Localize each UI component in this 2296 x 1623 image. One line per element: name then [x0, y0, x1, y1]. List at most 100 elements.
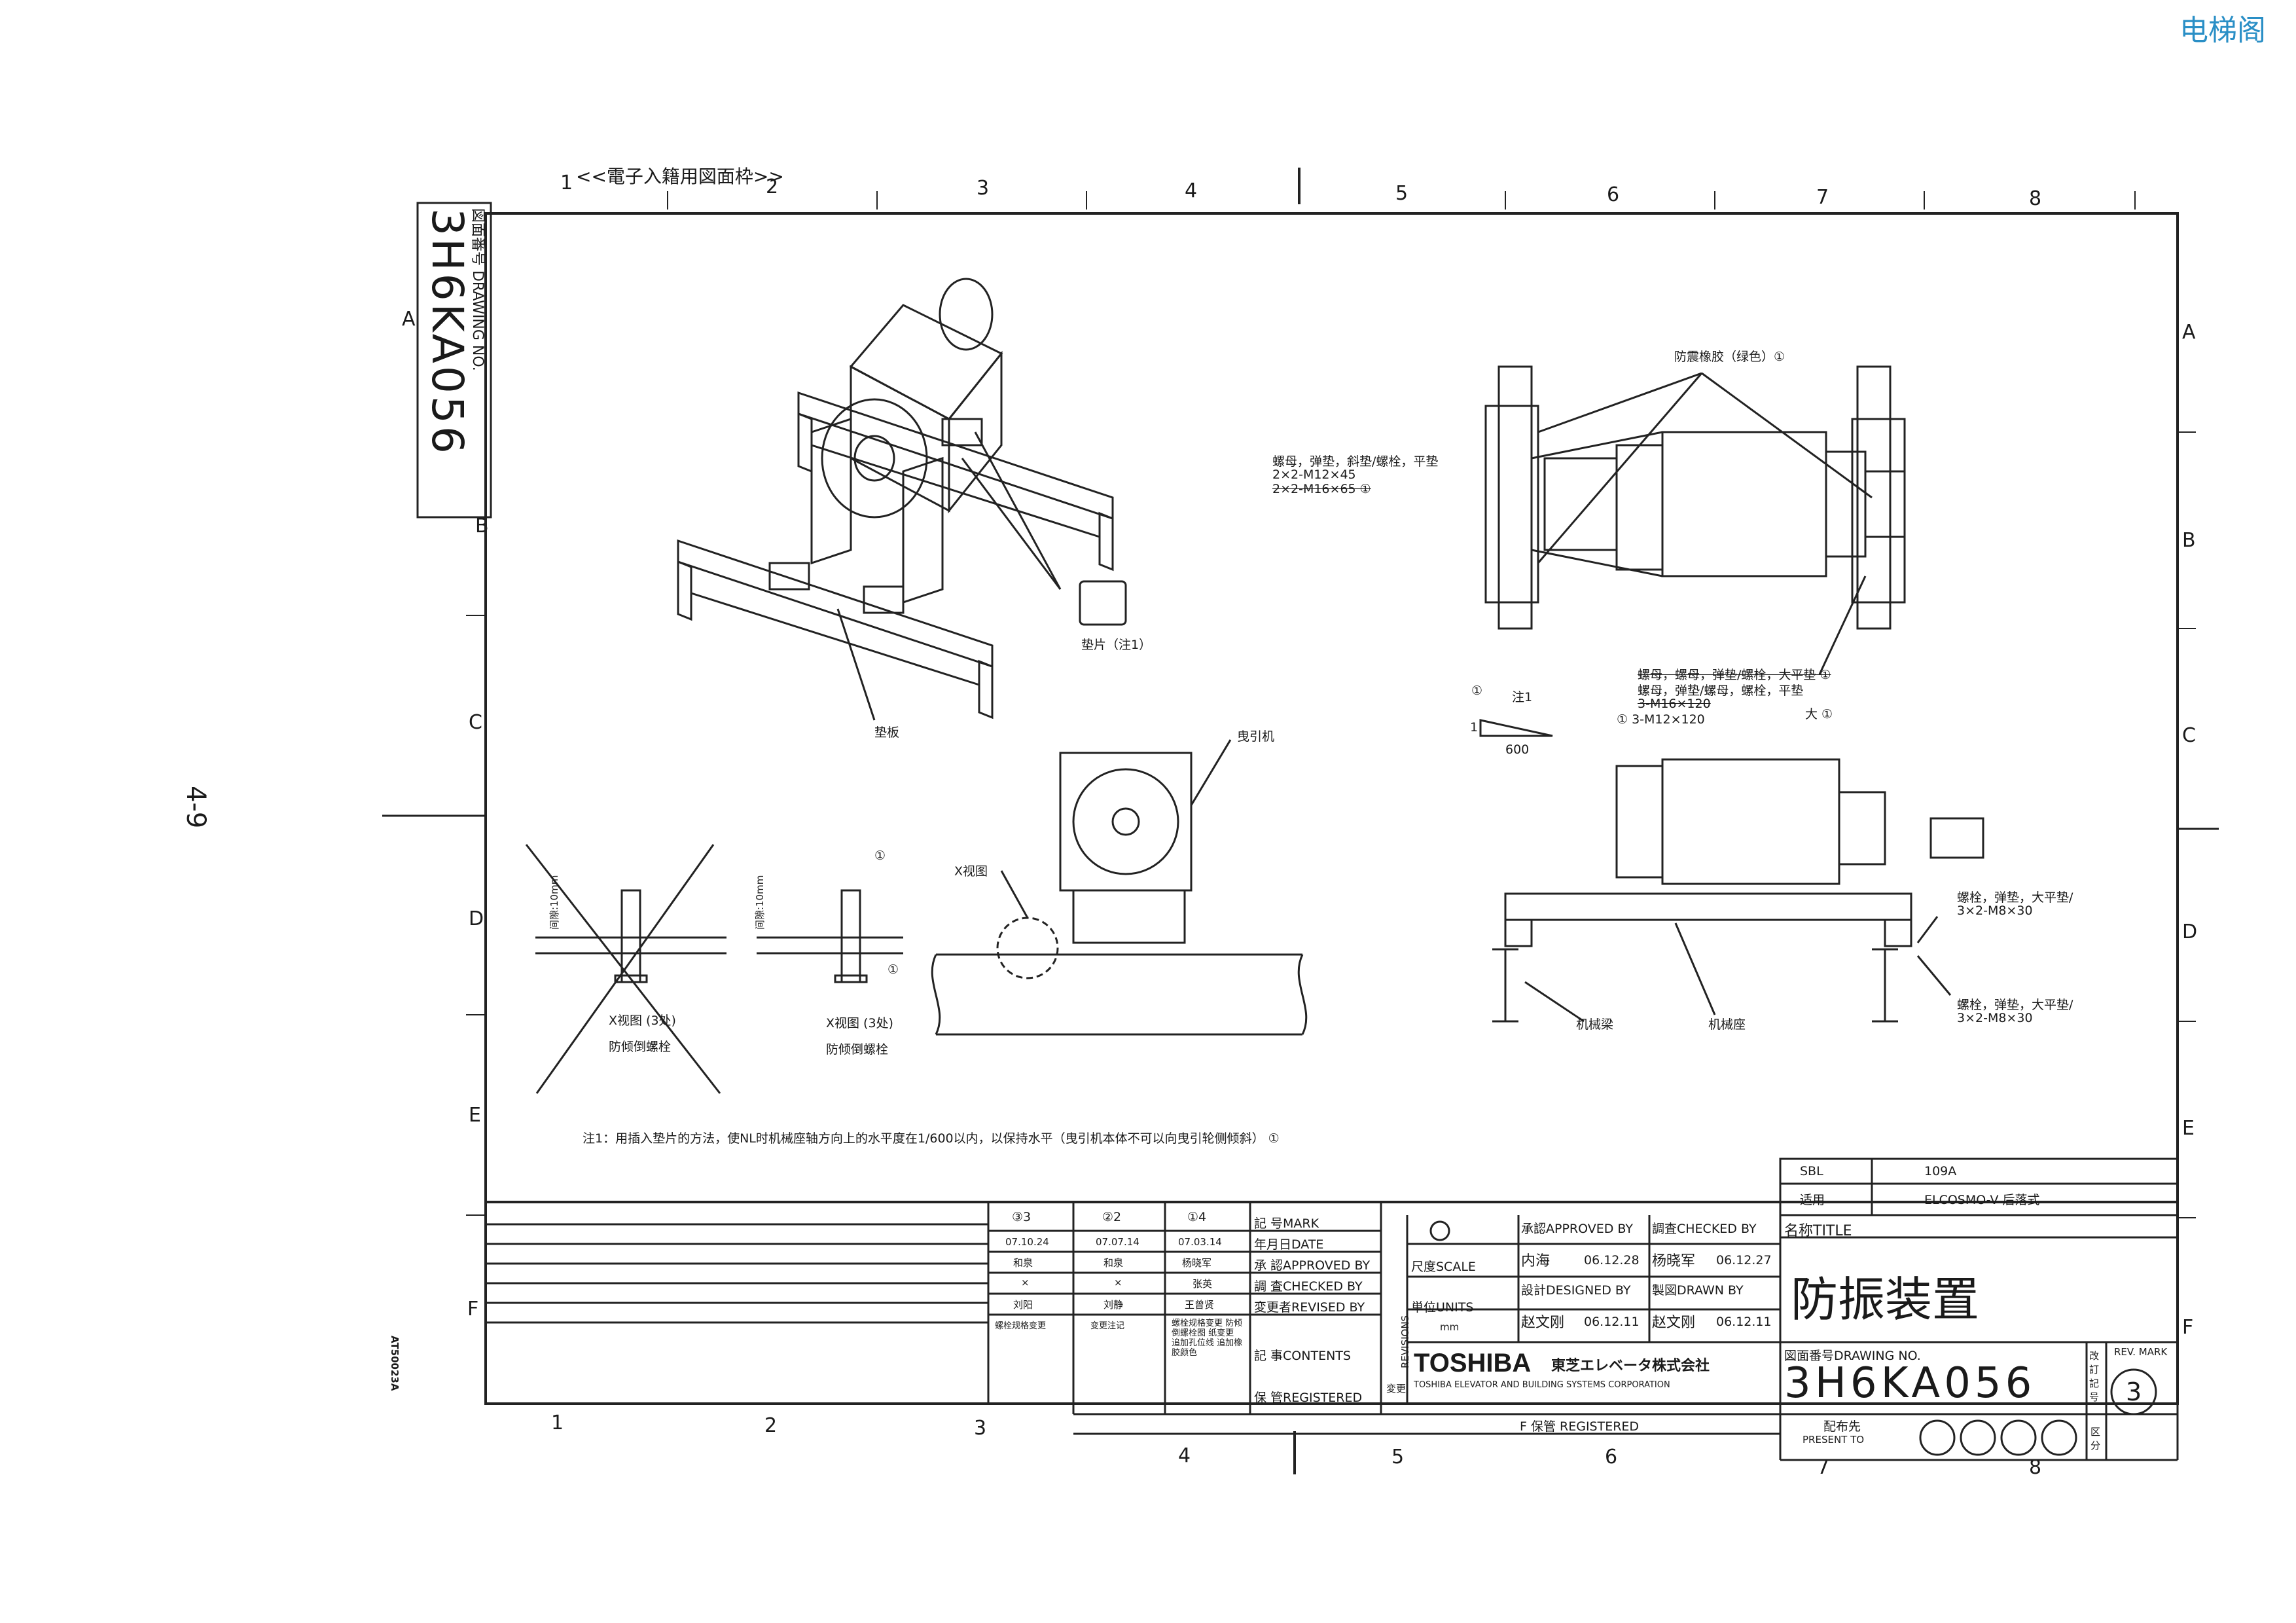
- checked-name: 杨晓军: [1652, 1253, 1696, 1269]
- rev-3-revised: 刘阳: [1013, 1299, 1033, 1311]
- grid-col-8-bottom: 8: [2029, 1456, 2042, 1479]
- units-value: mm: [1440, 1321, 1460, 1333]
- mark-label: 記 号MARK: [1254, 1216, 1319, 1231]
- grid-row-F-left: F: [467, 1298, 479, 1321]
- brand-logo: TOSHIBA: [1414, 1349, 1532, 1377]
- label-anti-right: 防倾倒螺栓: [826, 1042, 889, 1057]
- rev-2-revised: 刘静: [1103, 1299, 1124, 1311]
- designed-label: 設計DESIGNED BY: [1521, 1283, 1631, 1298]
- grid-col-1-top: 1: [560, 172, 573, 194]
- grid-col-2-top: 2: [766, 175, 779, 198]
- label-xview3-right: X视图 (3处): [826, 1016, 893, 1030]
- rev-3-checked: ×: [1021, 1277, 1030, 1288]
- checked-label: 調査CHECKED BY: [1652, 1222, 1757, 1236]
- label-nut-mid-1: 螺母，螺母，弹垫/螺栓，大平垫 ①: [1638, 668, 1831, 682]
- scale-label: 尺度SCALE: [1411, 1260, 1476, 1274]
- change-side: 変更: [1386, 1383, 1407, 1395]
- grid-col-5-top: 5: [1395, 182, 1408, 205]
- note-1: 注1：用插入垫片的方法，使NL时机械座轴方向上的水平度在1/600以内，以保持水…: [583, 1131, 1280, 1146]
- present-label: 配布先: [1823, 1419, 1861, 1434]
- grid-col-4-top: 4: [1185, 179, 1198, 202]
- date-label: 年月日DATE: [1254, 1237, 1324, 1252]
- grid-row-A-right: A: [2182, 321, 2196, 344]
- label-bolt-d2-2: 3×2-M8×30: [1957, 1011, 2033, 1025]
- approved-date: 06.12.28: [1584, 1253, 1640, 1267]
- grid-col-5-bottom: 5: [1391, 1446, 1405, 1468]
- apply-value: ELCOSMO-V 后落式: [1924, 1193, 2040, 1207]
- present-en: PRESENT TO: [1803, 1434, 1865, 1446]
- designed-date: 06.12.11: [1584, 1315, 1640, 1329]
- label-rubber: 防震橡胶（绿色）①: [1674, 350, 1785, 364]
- rev-1-approved: 杨晓军: [1182, 1257, 1212, 1269]
- label-nut-top-1: 螺母，弹垫，斜垫/螺栓，平垫: [1272, 454, 1439, 469]
- rev-side: 改訂記号: [2089, 1350, 2100, 1403]
- grid-col-1-bottom: 1: [551, 1412, 564, 1434]
- label-bolt-d1-1: 螺栓，弹垫，大平垫/: [1957, 890, 2073, 905]
- rev-1-date: 07.03.14: [1178, 1236, 1222, 1248]
- label-nut-mid-4: ① 3-M12×120: [1617, 712, 1705, 727]
- grid-col-8-top: 8: [2029, 187, 2042, 210]
- rev-3-mark: ③3: [1012, 1210, 1031, 1224]
- label-pad-plate: 垫板: [874, 725, 900, 740]
- frame-header: <<電子入籍用図面枠>>: [576, 166, 784, 187]
- label-circle-1b: ①: [874, 848, 886, 863]
- grid-row-E-right: E: [2182, 1117, 2195, 1140]
- rev-3-approved: 和泉: [1013, 1257, 1033, 1269]
- grid-col-7-bottom: 7: [1817, 1456, 1830, 1479]
- rev-1-checked: 张英: [1193, 1278, 1213, 1290]
- rev-3-content: 螺栓规格变更: [995, 1321, 1047, 1331]
- approved-by-label: 承 認APPROVED BY: [1254, 1258, 1371, 1273]
- rev-2-content: 变更注记: [1090, 1321, 1125, 1331]
- rev-label: REV. MARK: [2114, 1346, 2168, 1358]
- label-slope-600: 600: [1505, 742, 1530, 757]
- drawing-title: 防振装置: [1791, 1272, 1980, 1327]
- rev-value: 3: [2126, 1377, 2142, 1406]
- label-traction: 曳引机: [1237, 729, 1275, 744]
- revisions-label: REVISIONS: [1399, 1315, 1411, 1368]
- label-circle-1c: ①: [888, 962, 899, 977]
- title-label: 名称TITLE: [1784, 1223, 1852, 1239]
- rev-2-approved: 和泉: [1103, 1257, 1124, 1269]
- label-gap-left: 间隙:10mm: [548, 875, 560, 930]
- label-nut-top-3: 2×2-M16×65 ①: [1272, 482, 1371, 496]
- label-circle-1a: ①: [1471, 684, 1483, 698]
- rev-2-mark: ②2: [1102, 1210, 1122, 1224]
- grid-col-6-top: 6: [1607, 183, 1620, 206]
- drawn-label: 製図DRAWN BY: [1652, 1283, 1744, 1298]
- grid-col-6-bottom: 6: [1605, 1446, 1618, 1468]
- apply-label: 适用: [1800, 1193, 1825, 1207]
- drawn-date: 06.12.11: [1716, 1315, 1772, 1329]
- drawing-number: 3H6KA056: [1784, 1359, 2036, 1408]
- grid-row-C-left: C: [469, 711, 482, 734]
- storage-label: F 保管 REGISTERED: [1520, 1419, 1640, 1434]
- label-base: 机械座: [1708, 1017, 1746, 1032]
- label-nut-mid-big: 大 ①: [1805, 707, 1833, 721]
- designed-name: 赵文刚: [1521, 1315, 1565, 1331]
- grid-col-7-top: 7: [1816, 186, 1829, 209]
- rev-2-checked: ×: [1114, 1277, 1122, 1288]
- approved-name: 内海: [1521, 1253, 1551, 1269]
- grid-row-E-left: E: [469, 1104, 481, 1127]
- grid-row-A-left: A: [402, 308, 416, 331]
- brand-en: TOSHIBA ELEVATOR AND BUILDING SYSTEMS CO…: [1414, 1380, 1670, 1390]
- grid-row-C-right: C: [2182, 724, 2196, 747]
- revised-by-label: 変更者REVISED BY: [1254, 1300, 1365, 1315]
- approved-label: 承認APPROVED BY: [1521, 1222, 1634, 1236]
- label-bolt-d1-2: 3×2-M8×30: [1957, 903, 2033, 918]
- label-nut-mid-2: 螺母，弹垫/螺母，螺栓，平垫: [1638, 684, 1804, 698]
- checked-by-label: 調 査CHECKED BY: [1254, 1279, 1363, 1294]
- brand-jp: 東芝エレベータ株式会社: [1551, 1358, 1710, 1374]
- registered-label: 保 管REGISTERED: [1254, 1391, 1363, 1405]
- label-nut-mid-3: 3-M16×120: [1638, 697, 1711, 711]
- sbl-value: 109A: [1924, 1164, 1957, 1178]
- label-beam: 机械梁: [1576, 1017, 1614, 1032]
- grid-row-F-right: F: [2182, 1316, 2194, 1339]
- rev-3-date: 07.10.24: [1005, 1236, 1049, 1248]
- rev-1-content: 螺栓规格变更 防倾倒螺栓图 纸变更 追加孔位线 追加橡胶颜色: [1172, 1319, 1243, 1358]
- grid-col-3-top: 3: [977, 177, 990, 200]
- grid-col-3-bottom: 3: [974, 1417, 987, 1440]
- watermark: 电梯阁: [2179, 14, 2266, 47]
- label-xview3-left: X视图 (3处): [609, 1013, 676, 1028]
- sbl-label: SBL: [1800, 1164, 1823, 1178]
